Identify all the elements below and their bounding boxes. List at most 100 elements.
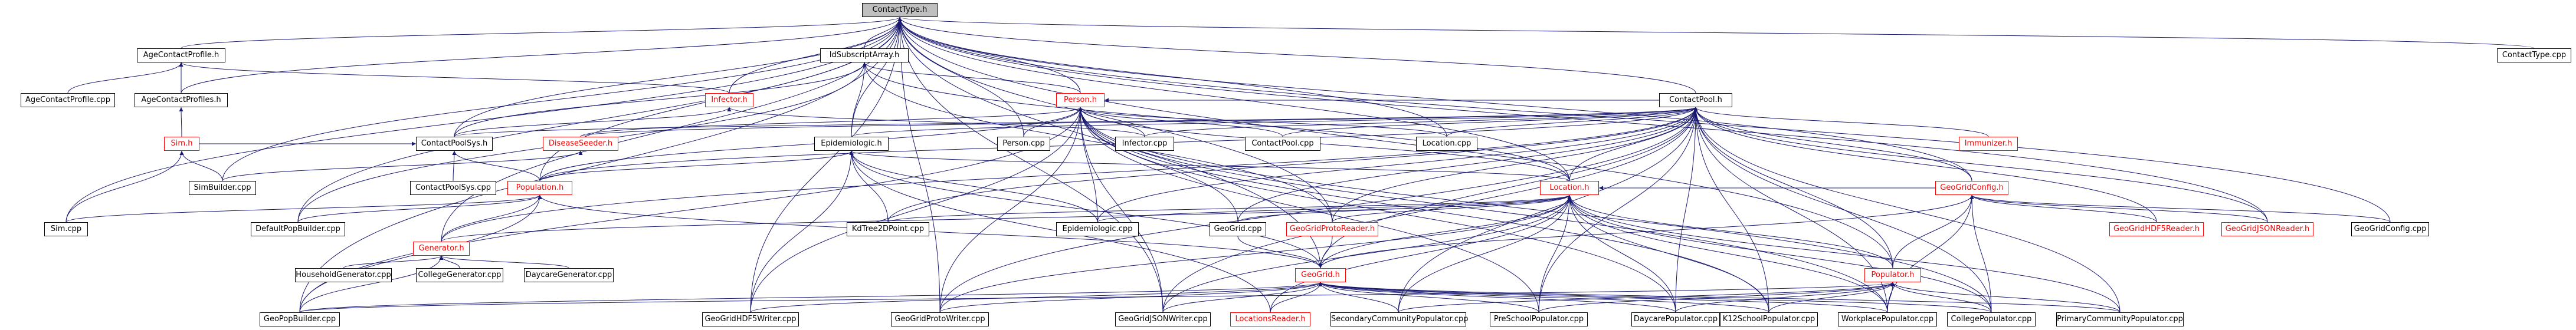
edge-secondarycommunitypopulator_cpp-to-geogrid_h [1318,282,1399,313]
edge-agecontactprofile_h-to-contacttype_h [181,16,902,49]
edge-diseaseseeder_h-to-person_h [580,107,1083,137]
edge-geogridprotoreader_h-to-idsubscriptarray_h [862,62,1333,223]
node-daycarepopulator-cpp[interactable]: DaycarePopulator.cpp [1631,312,1720,326]
edge-geogridprotowriter_cpp-to-person_h [939,107,1083,313]
edge-geogridhdf5reader_h-to-contactpool_h [1693,107,2157,223]
edge-defaultpopbuilder_cpp-to-population_h [297,194,542,223]
node-geogridhdf5reader-h[interactable]: GeoGridHDF5Reader.h [2109,222,2204,236]
edge-daycarepopulator_cpp-to-geogrid_h [1318,282,1676,313]
edge-diseaseseeder_h-to-contactpool_h [580,107,1697,137]
node-contacttype-cpp[interactable]: ContactType.cpp [2497,48,2571,62]
node-generator-h[interactable]: Generator.h [413,242,470,256]
edge-person_h-to-idsubscriptarray_h [862,62,1081,94]
edge-generator_h-to-contactpool_h [441,107,1698,242]
edge-epidemiologic_h-to-idsubscriptarray_h [851,62,867,137]
node-contactpoolsys-cpp[interactable]: ContactPoolSys.cpp [410,181,496,195]
node-k12schoolpopulator-cpp[interactable]: K12SchoolPopulator.cpp [1720,312,1818,326]
node-daycaregenerator-cpp[interactable]: DaycareGenerator.cpp [524,268,614,282]
edge-geogridprotoreader_h-to-location_h [1332,194,1572,223]
edge-k12schoolpopulator_cpp-to-populator_h [1768,282,1895,313]
edge-contactpool_h-to-contacttype_h [897,16,1696,94]
node-agecontactprofile-h[interactable]: AgeContactProfile.h [137,48,225,62]
edge-geopopbuilder_cpp-to-contacttype_h [299,16,902,313]
node-workplacepopulator-cpp[interactable]: WorkplacePopulator.cpp [1838,312,1937,326]
node-primarycommunitypopulator-cpp[interactable]: PrimaryCommunityPopulator.cpp [2056,312,2184,326]
edge-geogridprotowriter_cpp-to-contactpool_h [939,107,1698,313]
node-agecontactprofiles-h[interactable]: AgeContactProfiles.h [135,93,228,107]
edge-infector_cpp-to-infector_h [727,107,1145,137]
node-sim-cpp[interactable]: Sim.cpp [44,222,88,236]
node-geogridconfig-h[interactable]: GeoGridConfig.h [1935,181,2008,195]
node-agecontactprofile-cpp[interactable]: AgeContactProfile.cpp [21,93,115,107]
node-simbuilder-cpp[interactable]: SimBuilder.cpp [189,181,256,195]
node-secondarycommunitypopulator-cpp[interactable]: SecondaryCommunityPopulator.cpp [1330,312,1468,326]
edge-geogrid_h-to-location_h [1320,194,1572,269]
edge-geogridhdf5reader_h-to-geogridconfig_h [1969,194,2157,223]
edge-location_h-to-epidemiologic_h [849,150,1570,182]
edge-epidemiologic_h-to-contactpool_h [851,107,1698,137]
node-populator-h[interactable]: Populator.h [1864,268,1921,282]
node-preschoolpopulator-cpp[interactable]: PreSchoolPopulator.cpp [1490,312,1588,326]
node-population-h[interactable]: Population.h [507,181,572,195]
node-person-h[interactable]: Person.h [1056,93,1105,107]
edge-k12schoolpopulator_cpp-to-contactpool_h [1693,107,1769,313]
edge-agecontactprofiles_h-to-contacttype_h [181,16,902,94]
edge-location_cpp-to-contactpool_h [1446,107,1698,137]
edge-contactpoolsys_h-to-idsubscriptarray_h [454,62,867,137]
edge-primarycommunitypopulator_cpp-to-contactpool_h [1693,107,2121,313]
node-geogridhdf5writer-cpp[interactable]: GeoGridHDF5Writer.cpp [702,312,799,326]
edge-collegepopulator_cpp-to-contactpool_h [1693,107,1992,313]
edge-geogridprotoreader_h-to-contactpool_h [1332,107,1698,223]
node-diseaseseeder-h[interactable]: DiseaseSeeder.h [543,137,618,151]
node-geogrid-h[interactable]: GeoGrid.h [1295,268,1346,282]
edge-generator_h-to-population_h [441,194,542,242]
node-epidemiologic-cpp[interactable]: Epidemiologic.cpp [1056,222,1139,236]
node-geogrid-cpp[interactable]: GeoGrid.cpp [1210,222,1266,236]
node-householdgenerator-cpp[interactable]: HouseholdGenerator.cpp [295,268,392,282]
edge-householdgenerator_cpp-to-generator_h [343,255,444,269]
edge-population_h-to-person_h [539,107,1083,182]
edge-generator_h-to-location_h [441,194,1572,242]
node-locationsreader-h[interactable]: LocationsReader.h [1230,312,1310,326]
edge-workplacepopulator_cpp-to-location_h [1567,194,1888,313]
node-geogridjsonreader-h[interactable]: GeoGridJSONReader.h [2221,222,2313,236]
edge-epidemiologic_cpp-to-location_h [1097,194,1572,223]
edge-geogrid_h-to-geogridconfig_h [1320,194,1974,269]
edge-population_h-to-epidemiologic_h [539,150,854,182]
node-geogridjsonwriter-cpp[interactable]: GeoGridJSONWriter.cpp [1115,312,1211,326]
edge-simbuilder_cpp-to-sim_h [179,150,223,182]
edge-geogridprotoreader_h-to-contacttype_h [897,16,1333,223]
node-contactpool-h[interactable]: ContactPool.h [1659,93,1732,107]
edge-agecontactprofile_cpp-to-agecontactprofile_h [67,62,183,94]
node-defaultpopbuilder-cpp[interactable]: DefaultPopBuilder.cpp [251,222,345,236]
node-contactpoolsys-h[interactable]: ContactPoolSys.h [416,137,493,151]
edge-populator_h-to-geogridconfig_h [1892,194,1974,269]
node-collegepopulator-cpp[interactable]: CollegePopulator.cpp [1947,312,2036,326]
edge-collegepopulator_cpp-to-geogrid_h [1318,282,1992,313]
node-location-cpp[interactable]: Location.cpp [1416,137,1477,151]
node-person-cpp[interactable]: Person.cpp [997,137,1050,151]
node-idsubscriptarray-h[interactable]: IdSubscriptArray.h [820,48,909,62]
node-contacttype-h[interactable]: ContactType.h [862,3,938,17]
edge-kdtree2dpoint_cpp-to-location_h [887,194,1572,223]
edge-epidemiologic_h-to-contacttype_h [851,16,902,137]
node-sim-h[interactable]: Sim.h [164,137,199,151]
edge-location_h-to-idsubscriptarray_h [862,62,1570,182]
node-geogridprotoreader-h[interactable]: GeoGridProtoReader.h [1286,222,1378,236]
edge-geogridprotowriter_cpp-to-location_h [939,194,1572,313]
node-geogridprotowriter-cpp[interactable]: GeoGridProtoWriter.cpp [891,312,989,326]
node-geopopbuilder-cpp[interactable]: GeoPopBuilder.cpp [260,312,340,326]
node-location-h[interactable]: Location.h [1540,181,1599,195]
node-collegegenerator-cpp[interactable]: CollegeGenerator.cpp [416,268,503,282]
edge-populator_h-to-location_h [1567,194,1893,269]
node-immunizer-h[interactable]: Immunizer.h [1959,137,2018,151]
edge-contactpool_cpp-to-person_h [1078,107,1283,137]
node-infector-h[interactable]: Infector.h [705,93,753,107]
edge-locationsreader_h-to-geogrid_h [1270,282,1323,313]
node-kdtree2dpoint-cpp[interactable]: KdTree2DPoint.cpp [847,222,929,236]
node-geogridconfig-cpp[interactable]: GeoGridConfig.cpp [2351,222,2429,236]
node-infector-cpp[interactable]: Infector.cpp [1115,137,1174,151]
node-epidemiologic-h[interactable]: Epidemiologic.h [814,137,889,151]
node-contactpool-cpp[interactable]: ContactPool.cpp [1245,137,1320,151]
